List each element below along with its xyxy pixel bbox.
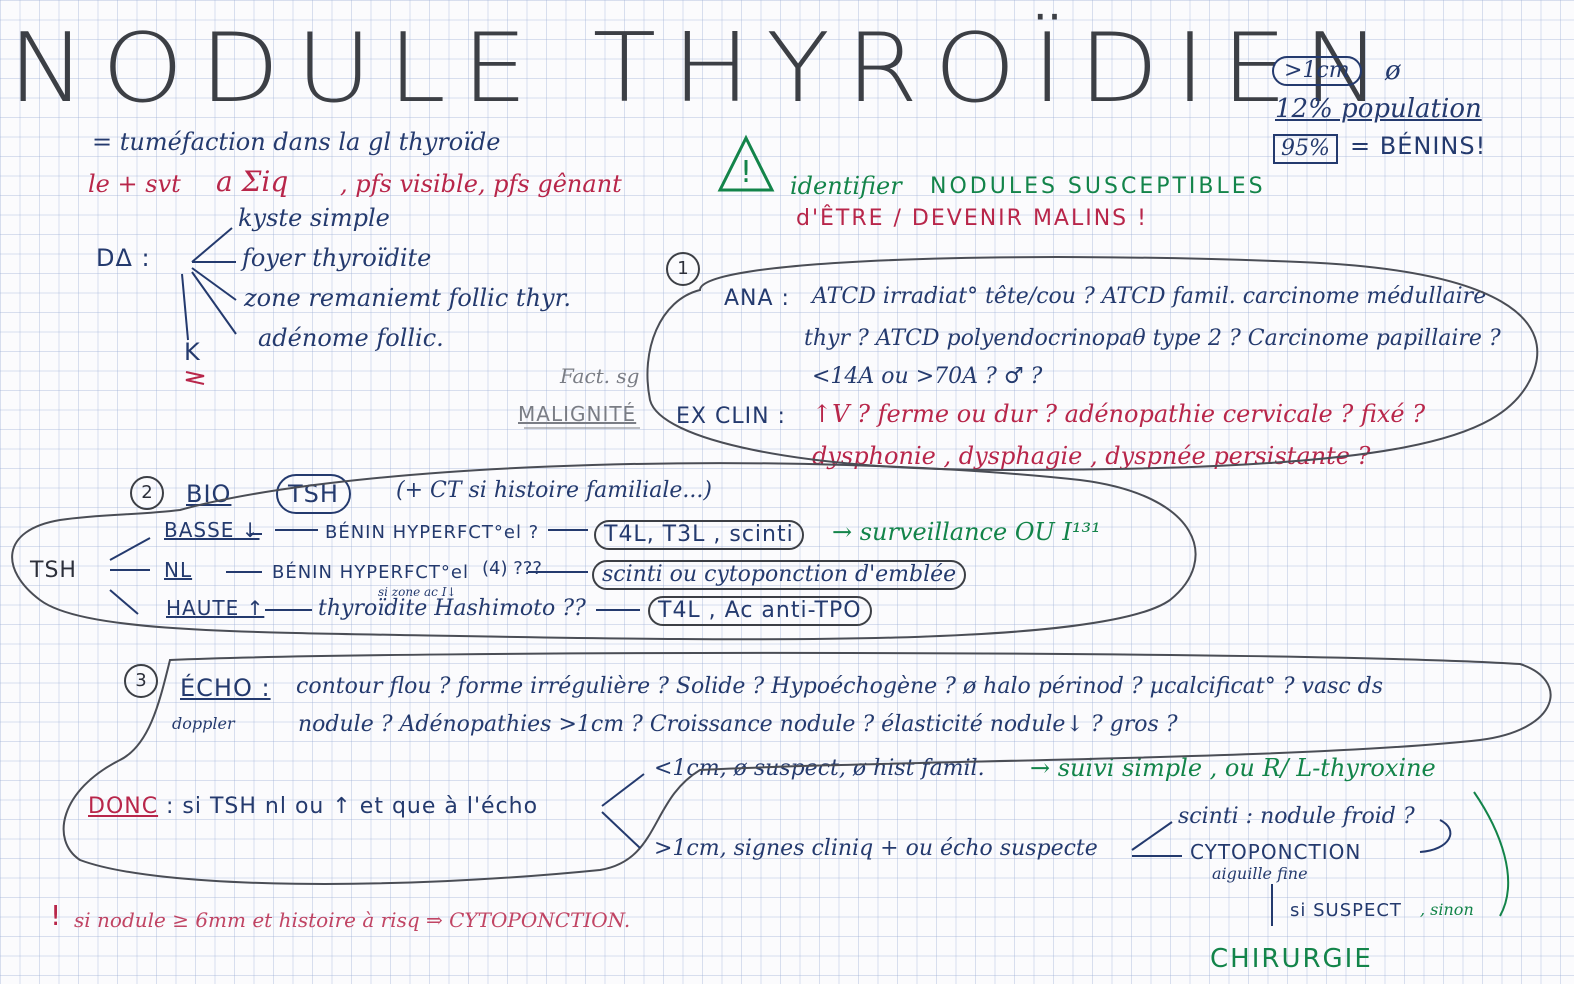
echo-doppler: doppler — [172, 714, 235, 733]
tsh-row-level: HAUTE ↑ — [166, 596, 265, 620]
sinon-text: , sinon — [1420, 900, 1474, 919]
stat-population: 12% population — [1275, 94, 1482, 124]
tsh-label: TSH — [30, 558, 77, 583]
stat-diameter-icon: ø — [1385, 56, 1401, 86]
tsh-row-next: → surveillance OU I¹³¹ — [832, 518, 1101, 546]
tsh-row-result: T4L, T3L , scinti — [594, 520, 804, 550]
suspect-text: si SUSPECT — [1290, 900, 1402, 921]
ex-clin-line2: dysphonie , dysphagie , dyspnée persista… — [812, 442, 1371, 470]
ex-clin-line1: ↑V ? ferme ou dur ? adénopathie cervical… — [812, 400, 1426, 428]
differential-cancer: K — [184, 338, 201, 366]
definition-line2b: a Σiq — [216, 165, 289, 198]
warning-triangle-icon: ! — [716, 134, 776, 197]
warning-line1b: NODULES SUSCEPTIBLES — [930, 174, 1266, 199]
tsh-row-result: T4L , Ac anti-TPO — [648, 596, 872, 626]
footnote-text: si nodule ≥ 6mm et histoire à risq ⇒ CYT… — [74, 908, 631, 932]
branch1-result: → suivi simple , ou R/ L-thyroxine — [1030, 754, 1436, 782]
differential-label: DΔ : — [96, 244, 151, 272]
surgery-text: CHIRURGIE — [1210, 944, 1373, 974]
donc-text: : si TSH nl ou ↑ et que à l'écho — [166, 794, 539, 819]
tsh-row-extra: (4) ??? — [482, 558, 542, 579]
branch2: >1cm, signes cliniq + ou écho suspecte — [654, 836, 1098, 861]
tsh-row-level: NL — [164, 558, 193, 582]
warning-line1a: identifier — [790, 172, 902, 200]
stat-size: >1cm — [1272, 56, 1362, 86]
section1-number: 1 — [666, 252, 700, 286]
differential-item: kyste simple — [238, 204, 390, 232]
tsh-row-text: BÉNIN HYPERFCT°el — [272, 562, 469, 583]
section1-side-label2: MALIGNITÉ — [518, 402, 637, 426]
bio-note: (+ CT si histoire familiale...) — [396, 478, 712, 503]
differential-item: adénome follic. — [258, 324, 444, 352]
differential-item: foyer thyroïdite — [242, 244, 432, 272]
ana-line2: thyr ? ATCD polyendocrinopaθ type 2 ? Ca… — [804, 326, 1501, 351]
section1-side-label1: Fact. sg — [560, 364, 640, 388]
echo-line1: contour flou ? forme irrégulière ? Solid… — [296, 674, 1384, 699]
tsh-row-text: BÉNIN HYPERFCT°el ? — [325, 522, 540, 543]
echo-line2: nodule ? Adénopathies >1cm ? Croissance … — [298, 712, 1178, 737]
footnote-bang: ! — [50, 899, 62, 932]
tsh-row-result: scinti ou cytoponction d'emblée — [592, 560, 967, 590]
definition-line2a: le + svt — [88, 170, 181, 198]
definition-line1: = tuméfaction dans la gl thyroïde — [92, 128, 501, 156]
echo-label: ÉCHO : — [180, 674, 271, 702]
tsh-row-text: thyroïdite Hashimoto ?? — [318, 596, 586, 621]
section3-number: 3 — [124, 664, 158, 698]
page-title: NODULE THYROÏDIEN — [8, 11, 1397, 124]
scinti-text: scinti : nodule froid ? — [1178, 804, 1415, 829]
donc-label: DONC — [88, 794, 159, 819]
differential-item: zone remaniemt follic thyr. — [244, 284, 572, 312]
ex-clin-label: EX CLIN : — [676, 404, 786, 429]
stat-benign-pct: 95% — [1273, 134, 1338, 164]
stat-benign-text: = BÉNINS! — [1350, 132, 1487, 160]
tsh-row-sub: si zone ac I↓ — [378, 585, 457, 599]
definition-line2c: , pfs visible, pfs gênant — [340, 170, 622, 198]
ana-line1: ATCD irradiat° tête/cou ? ATCD famil. ca… — [812, 284, 1487, 309]
ana-label: ANA : — [724, 286, 790, 311]
cytoponction-text: CYTOPONCTION — [1190, 840, 1362, 864]
ana-line3: <14A ou >70A ? ♂ ? — [812, 364, 1043, 389]
tsh-row-level: BASSE ↓ — [164, 518, 260, 542]
section2-number: 2 — [130, 476, 164, 510]
svg-text:!: ! — [740, 155, 752, 190]
warning-line2: d'ÊTRE / DEVENIR MALINS ! — [796, 206, 1148, 231]
aiguille-text: aiguille fine — [1212, 864, 1308, 883]
